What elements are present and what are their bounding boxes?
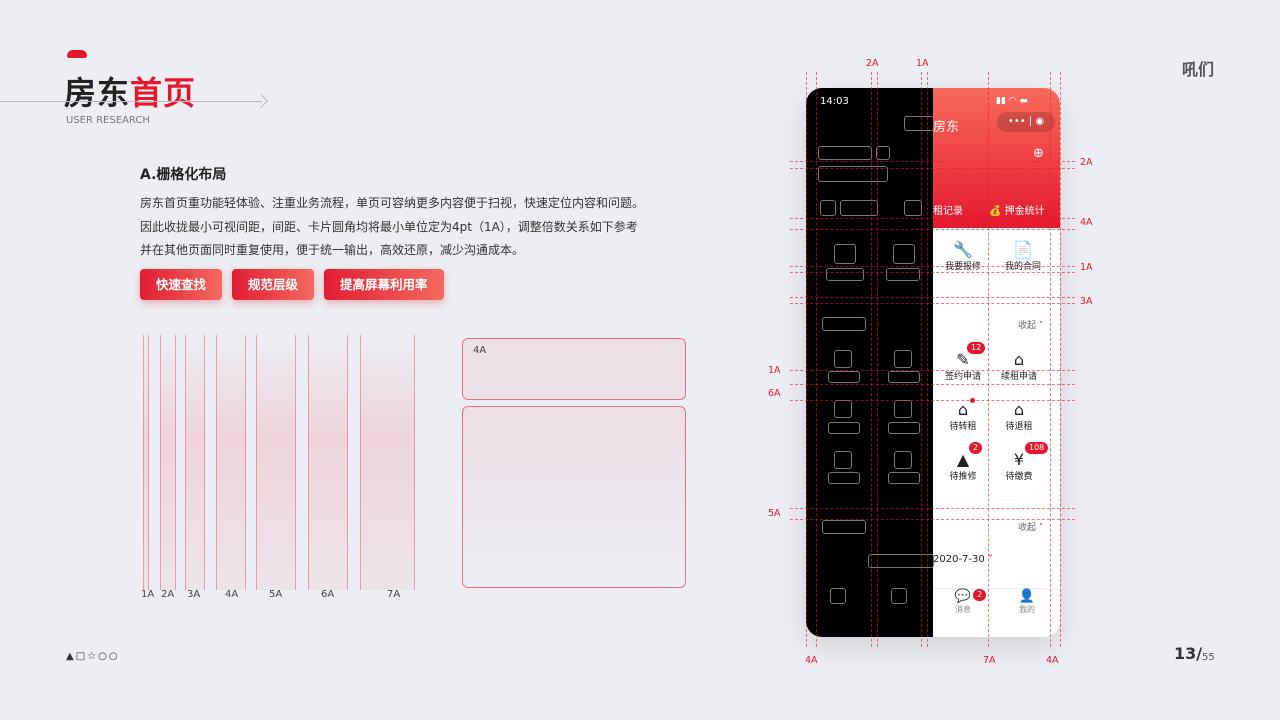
section-heading: A.栅格化布局 (140, 167, 227, 183)
page-title: 房东首页 (64, 74, 197, 112)
slide-nav-shapes[interactable]: ▲□☆○○ (66, 651, 120, 662)
tag-button-hierarchy[interactable]: 规范层级 (232, 269, 315, 300)
annotation: 7A (983, 655, 996, 666)
miniprogram-capsule[interactable]: ••• | ◉ (997, 112, 1055, 132)
contract-icon: 📄 (1013, 240, 1033, 259)
annotation: 4A (1080, 217, 1093, 228)
grid-bar-6a (308, 335, 348, 590)
divider (0, 101, 262, 102)
radius-demo-card-large (462, 406, 686, 588)
grid-label: 7A (387, 589, 401, 600)
brand-logo: 吼们 (1182, 60, 1215, 79)
annotation: 4A (1046, 655, 1059, 666)
annotation: 6A (768, 388, 781, 399)
date-picker[interactable]: 2020-7-30 ˅ (933, 554, 993, 565)
collapse-button-2[interactable]: 收起 ˄ (1018, 523, 1044, 533)
wireframe-half: 14:03 (806, 88, 934, 637)
wrench-icon: 🔧 (953, 240, 973, 259)
nav-title: 房东 (933, 120, 960, 135)
page-current: 13/ (1174, 644, 1203, 663)
phone-header: ▮▮ ◠ ▬ 房东 ••• | ◉ ⊕ 租记录 💰 押金统计 (933, 88, 1060, 228)
tab-deposit[interactable]: 💰 押金统计 (989, 206, 1045, 217)
tag-button-screen-use[interactable]: 提高屏幕利用率 (324, 269, 444, 300)
arrow-icon (253, 93, 269, 109)
grid-bar-2a (160, 335, 176, 590)
annotation: 1A (1080, 262, 1093, 273)
subtitle: USER RESEARCH (66, 115, 150, 126)
grid-bar-5a (256, 335, 296, 590)
grid-bar-1a (143, 335, 149, 590)
annotation: 4A (805, 655, 818, 666)
annotation: 5A (768, 508, 781, 519)
contract-button[interactable]: 📄我的合同 (993, 240, 1053, 272)
annotation: 1A (916, 58, 929, 69)
annotation: 3A (1080, 296, 1093, 307)
grid-label: 2A (161, 589, 175, 600)
collapse-button[interactable]: 收起 ˄ (1018, 321, 1044, 331)
annotation: 1A (768, 365, 781, 376)
annotation: 2A (866, 58, 879, 69)
grid-bar-7a (360, 335, 415, 590)
add-icon[interactable]: ⊕ (1033, 146, 1044, 161)
radius-demo-card: 4A (462, 338, 686, 400)
tab-mine[interactable]: 👤我的 (1018, 589, 1036, 614)
tab-records[interactable]: 租记录 (933, 206, 963, 217)
grid-label: 6A (321, 589, 335, 600)
annotation: 2A (1080, 157, 1093, 168)
grid-label: 5A (269, 589, 283, 600)
task-sublet[interactable]: ⌂待转租 (949, 398, 977, 432)
phone-mockup: 14:03 ▮▮ ◠ ▬ 房东 ••• | ◉ ⊕ 租记录 💰 押金统计 🔧我要… (806, 88, 1060, 637)
status-icons: ▮▮ ◠ ▬ (996, 96, 1028, 106)
grid-label: 1A (141, 589, 155, 600)
grid-bar-4a (216, 335, 246, 590)
status-time: 14:03 (820, 96, 849, 107)
logo-hat-icon (67, 50, 87, 58)
tag-button-quick-find[interactable]: 快速查找 (140, 269, 223, 300)
section-paragraph: 房东首页重功能轻体验、注重业务流程，单页可容纳更多内容便于扫视，快速定位内容和问… (140, 196, 645, 257)
grid-label: 3A (187, 589, 201, 600)
task-renew[interactable]: ⌂续租申请 (1000, 350, 1037, 382)
repair-button[interactable]: 🔧我要报修 (933, 240, 993, 272)
page-total: 55 (1202, 652, 1215, 663)
grid-label: 4A (225, 589, 239, 600)
task-checkout[interactable]: ⌂待退租 (1005, 400, 1033, 432)
grid-bar-3a (185, 335, 205, 590)
